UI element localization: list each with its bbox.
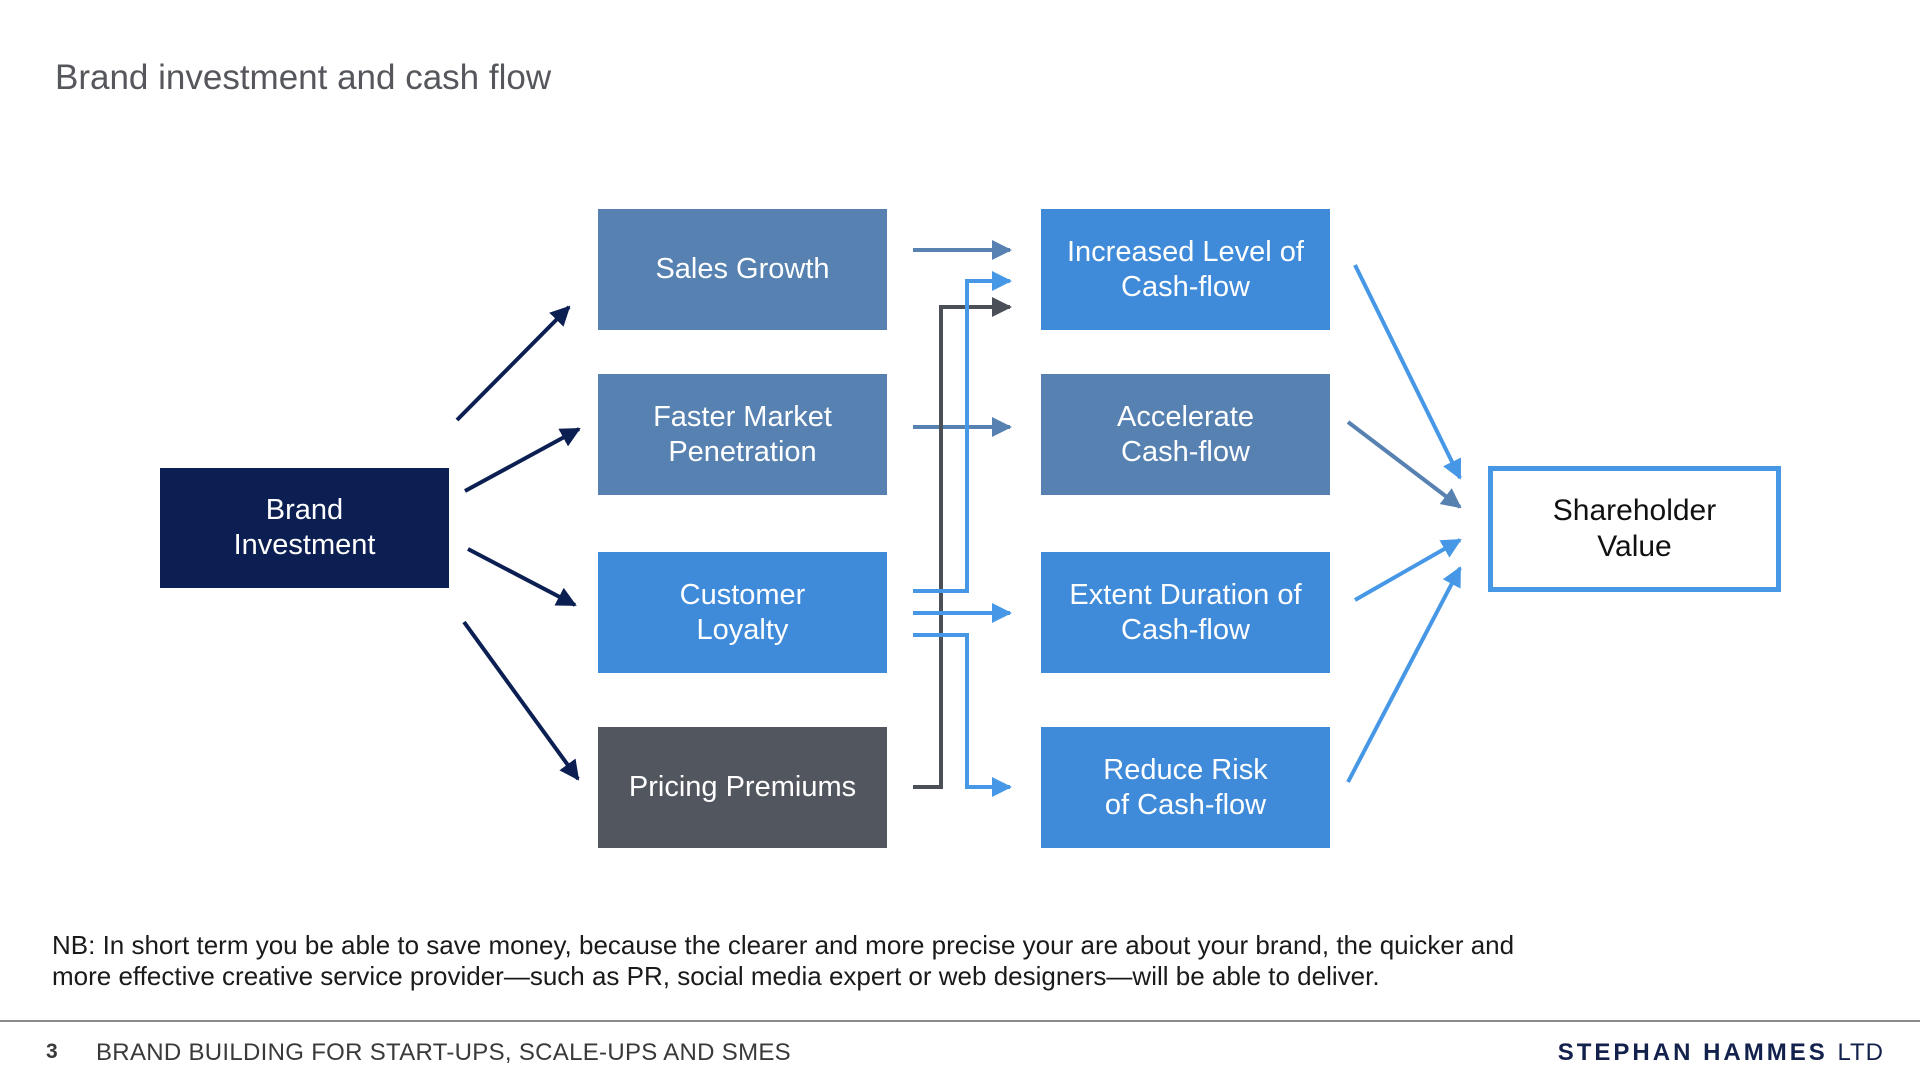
footer-divider — [0, 1020, 1920, 1022]
footnote: NB: In short term you be able to save mo… — [52, 930, 1515, 991]
arrow-investment-to-market-penetration — [464, 427, 581, 493]
slide-title: Brand investment and cash flow — [55, 58, 552, 97]
pricing-premiums-label: Pricing Premiums — [628, 771, 857, 804]
arrow-extent-duration-to-shareholder-value — [1354, 538, 1462, 602]
arrow-investment-to-pricing-premiums — [462, 620, 580, 781]
arrow-investment-to-sales-growth — [455, 305, 571, 422]
arrow-increased-level-to-shareholder-value — [1353, 264, 1462, 480]
sales-growth-label: Sales Growth — [655, 253, 830, 286]
company-name-main: STEPHAN HAMMES — [1557, 1039, 1828, 1066]
page-number: 3 — [46, 1040, 58, 1063]
arrow-pricing-premiums-to-increased-level — [913, 297, 1012, 789]
company-name-suffix: LTD — [1837, 1039, 1884, 1066]
arrow-customer-loyalty-to-reduce-risk — [913, 633, 1012, 797]
arrow-customer-loyalty-to-increased-level — [913, 271, 1012, 593]
footer-subtitle: BRAND BUILDING FOR START-UPS, SCALE-UPS … — [96, 1039, 791, 1066]
company-name: STEPHAN HAMMES LTD — [1558, 1039, 1884, 1067]
sales-growth-box: Sales Growth — [598, 209, 887, 330]
arrow-investment-to-customer-loyalty — [467, 547, 577, 607]
arrow-reduce-risk-to-shareholder-value — [1346, 566, 1462, 783]
pricing-premiums-box: Pricing Premiums — [598, 727, 887, 848]
arrow-accelerate-to-shareholder-value — [1346, 420, 1462, 509]
